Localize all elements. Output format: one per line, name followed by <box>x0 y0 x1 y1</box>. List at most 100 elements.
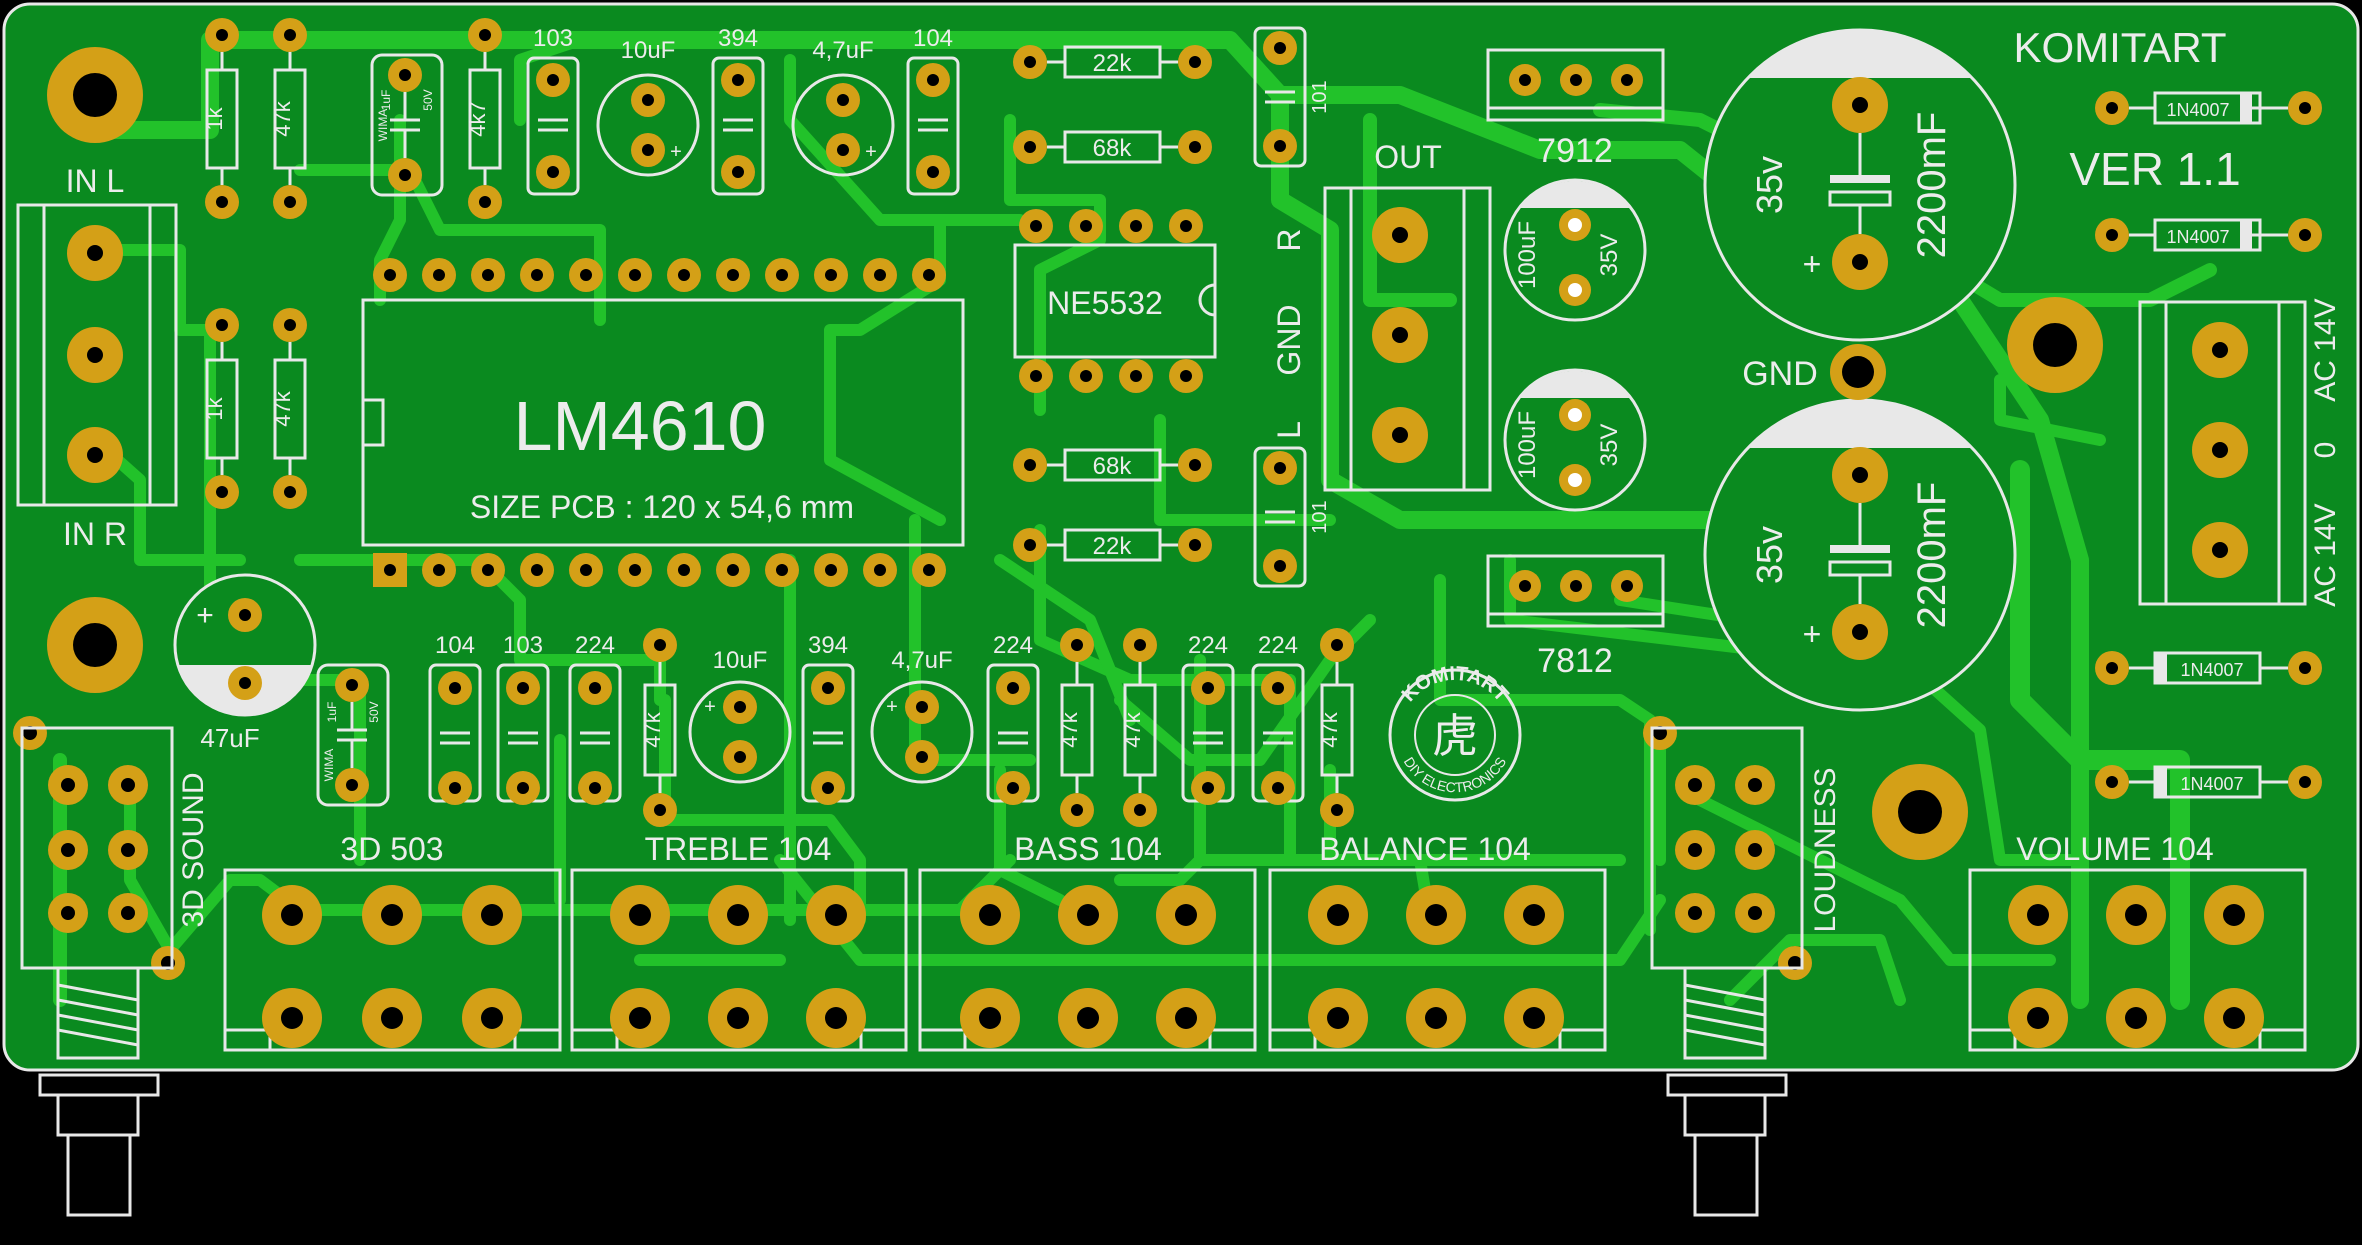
svg-text:7912: 7912 <box>1537 132 1613 170</box>
svg-text:2200mF: 2200mF <box>1910 482 1954 629</box>
brand-title: KOMITART <box>2013 24 2226 71</box>
svg-text:104: 104 <box>435 632 475 659</box>
regulators: 7912 7812 <box>1486 48 1665 680</box>
svg-text:AC 14V: AC 14V <box>2309 503 2342 606</box>
chip-lm4610: LM4610 SIZE PCB : 120 x 54,6 mm <box>361 258 965 587</box>
svg-text:4,7uF: 4,7uF <box>891 647 952 674</box>
in-l-label: IN L <box>66 163 125 199</box>
svg-text:47k: 47k <box>1120 711 1145 747</box>
r-1k-label: 1k <box>202 106 227 130</box>
diodes: 1N4007 1N4007 1N4007 1N4007 <box>2095 91 2322 799</box>
svg-text:68k: 68k <box>1093 453 1133 480</box>
mounting-holes <box>47 47 2103 860</box>
svg-text:+: + <box>196 599 214 632</box>
svg-text:10uF: 10uF <box>713 647 768 674</box>
svg-text:1N4007: 1N4007 <box>2180 774 2243 794</box>
capacitor-row-top: 103 10uF + 394 4,7uF + 104 <box>526 25 960 196</box>
svg-text:22k: 22k <box>1093 533 1133 560</box>
svg-text:50V: 50V <box>367 701 381 722</box>
svg-text:394: 394 <box>718 25 758 52</box>
svg-text:+: + <box>1803 616 1822 652</box>
resistors-horizontal-mid: 68k 22k <box>1013 448 1212 562</box>
svg-text:224: 224 <box>575 632 615 659</box>
svg-text:35v: 35v <box>1749 156 1790 214</box>
svg-text:101: 101 <box>1309 80 1331 113</box>
svg-text:103: 103 <box>503 632 543 659</box>
pot-treble[interactable]: TREBLE 104 <box>570 831 908 1052</box>
cap-47uf: + 47uF <box>173 573 317 753</box>
svg-text:+: + <box>865 141 877 163</box>
caps-2200mf: + 35v 2200mF + 35v 2200mF <box>1703 28 2017 712</box>
svg-text:1uF: 1uF <box>325 702 339 723</box>
svg-text:35V: 35V <box>1596 234 1623 277</box>
switch-loudness[interactable]: LOUDNESS <box>1643 716 1842 1217</box>
pot-volume[interactable]: VOLUME 104 <box>1968 831 2307 1052</box>
svg-text:1N4007: 1N4007 <box>2166 227 2229 247</box>
svg-text:GND: GND <box>1742 355 1818 393</box>
resistors-horizontal-top: 22k 68k <box>1013 45 1212 164</box>
svg-text:+: + <box>1803 246 1822 282</box>
svg-text:47k: 47k <box>1057 711 1082 747</box>
svg-text:+: + <box>670 141 682 163</box>
resistor-4k7: 4k7 <box>465 18 502 219</box>
svg-text:10uF: 10uF <box>621 37 676 64</box>
svg-text:1N4007: 1N4007 <box>2166 100 2229 120</box>
component-row-bottom: 104 103 224 47k 10uF + 394 4,7uF <box>428 628 1354 827</box>
svg-text:+: + <box>704 696 716 718</box>
svg-text:47uF: 47uF <box>200 723 259 753</box>
svg-text:1uF: 1uF <box>379 90 393 111</box>
svg-text:4k7: 4k7 <box>465 101 490 136</box>
svg-text:224: 224 <box>1188 632 1228 659</box>
svg-text:AC 14V: AC 14V <box>2309 298 2342 401</box>
ac-terminal: AC 14V 0 AC 14V <box>2138 298 2342 607</box>
svg-text:101: 101 <box>1309 500 1331 533</box>
svg-text:NE5532: NE5532 <box>1047 285 1163 321</box>
caps-100uf: 100uF 35V 100uF 35V <box>1503 178 1647 512</box>
pot-bass[interactable]: BASS 104 <box>918 831 1257 1052</box>
output-terminal: OUT R GND L <box>1271 139 1492 492</box>
gnd-pad: GND <box>1742 344 1886 400</box>
svg-text:100uF: 100uF <box>1514 221 1541 289</box>
svg-text:47k: 47k <box>640 711 665 747</box>
svg-text:GND: GND <box>1271 304 1307 375</box>
svg-text:R: R <box>1271 228 1307 251</box>
svg-text:394: 394 <box>808 632 848 659</box>
chip-name: LM4610 <box>514 387 767 465</box>
wima-cap-bottom: WIMA 1uF 50V <box>316 663 390 807</box>
svg-text:35v: 35v <box>1749 526 1790 584</box>
svg-text:100uF: 100uF <box>1514 411 1541 479</box>
svg-text:103: 103 <box>533 25 573 52</box>
svg-text:0: 0 <box>2309 442 2342 459</box>
pot-3d[interactable]: 3D 503 <box>223 831 562 1052</box>
switch-3d-sound[interactable]: 3D SOUND <box>13 716 210 1217</box>
svg-text:L: L <box>1271 421 1307 439</box>
pcb-size-note: SIZE PCB : 120 x 54,6 mm <box>470 489 854 525</box>
svg-text:2200mF: 2200mF <box>1910 112 1954 259</box>
svg-text:7812: 7812 <box>1537 642 1613 680</box>
svg-text:LOUDNESS: LOUDNESS <box>1809 767 1842 932</box>
svg-text:3D 503: 3D 503 <box>340 831 443 867</box>
svg-text:224: 224 <box>1258 632 1298 659</box>
svg-text:47k: 47k <box>270 100 295 136</box>
svg-text:47k: 47k <box>1317 711 1342 747</box>
svg-text:BALANCE 104: BALANCE 104 <box>1319 831 1531 867</box>
input-terminal: IN L IN R <box>16 163 178 552</box>
svg-text:3D SOUND: 3D SOUND <box>177 772 210 927</box>
svg-text:22k: 22k <box>1093 50 1133 77</box>
svg-text:OUT: OUT <box>1374 139 1442 175</box>
resistor-column-top: 1k 47k 1k 47k <box>202 18 307 509</box>
svg-text:224: 224 <box>993 632 1033 659</box>
svg-text:VOLUME 104: VOLUME 104 <box>2016 831 2213 867</box>
svg-text:68k: 68k <box>1093 135 1133 162</box>
pot-balance[interactable]: BALANCE 104 <box>1268 831 1607 1052</box>
svg-text:4,7uF: 4,7uF <box>812 37 873 64</box>
version-label: VER 1.1 <box>2069 143 2240 195</box>
svg-text:虎: 虎 <box>1432 710 1478 762</box>
cap-101-group: 101 101 <box>1253 26 1331 588</box>
svg-text:WIMA: WIMA <box>376 109 390 142</box>
svg-text:1N4007: 1N4007 <box>2180 660 2243 680</box>
svg-text:50V: 50V <box>421 89 435 110</box>
in-r-label: IN R <box>63 516 127 552</box>
svg-text:+: + <box>886 696 898 718</box>
